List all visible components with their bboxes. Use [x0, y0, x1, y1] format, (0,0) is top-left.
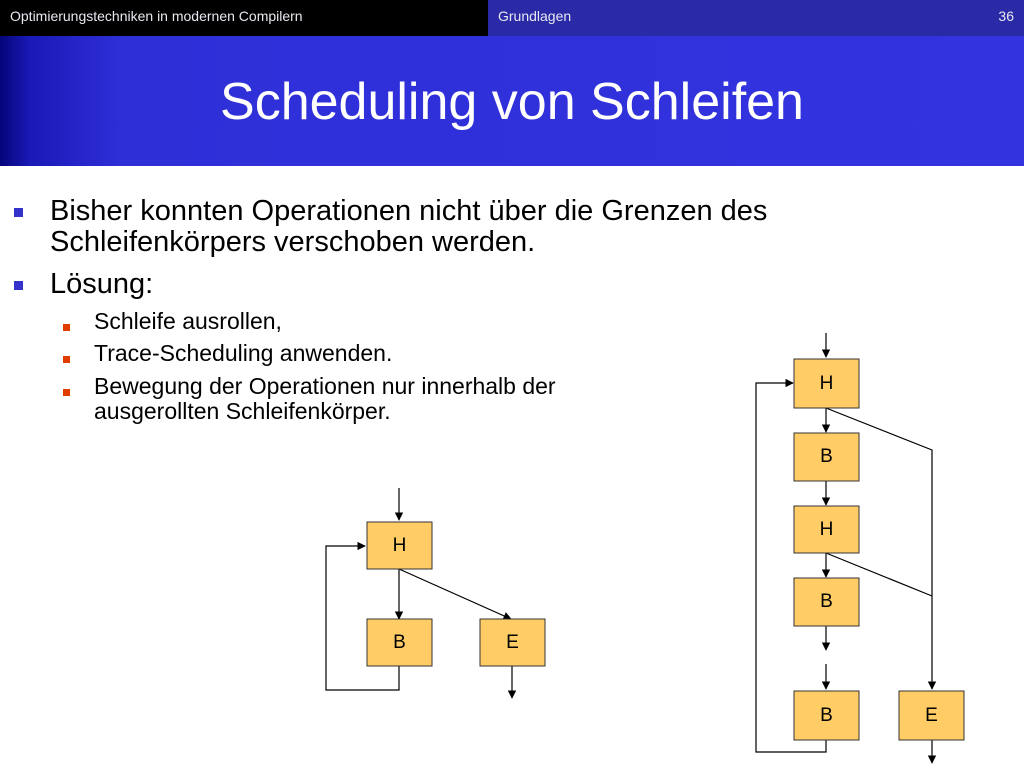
sub-bullet-square-icon [63, 389, 70, 396]
node-b3: B [793, 690, 860, 741]
bullet-text-line: Bisher konnten Operationen nicht über di… [50, 195, 768, 227]
node-e: E [898, 690, 965, 741]
node-b1: B [793, 432, 860, 482]
bullet-item: Lösung: [50, 269, 153, 300]
sub-bullet-item: Schleife ausrollen, [94, 309, 282, 334]
header-section-title: Grundlagen [498, 8, 572, 24]
node-h2: H [793, 505, 860, 554]
node-b3-label: B [820, 705, 833, 726]
bullet-square-icon [14, 208, 23, 217]
node-h2-label: H [820, 519, 834, 540]
bullet-square-icon [14, 281, 23, 290]
node-b1-label: B [820, 446, 833, 467]
edge-b3-loop-h1 [755, 378, 827, 753]
sub-bullet-text-line: ausgerollten Schleifenkörper. [94, 398, 391, 424]
sub-bullet-text-line: Trace-Scheduling anwenden. [94, 340, 393, 366]
node-e-label: E [925, 705, 938, 726]
sub-bullet-item: Bewegung der Operationen nur innerhalb d… [94, 374, 556, 424]
edge-h1-e [825, 407, 937, 690]
node-b2: B [793, 577, 860, 627]
node-e-label: E [506, 632, 519, 653]
node-b-label: B [393, 632, 406, 653]
page-number: 36 [998, 8, 1014, 24]
node-b2-label: B [820, 591, 833, 612]
node-h: H [366, 521, 433, 570]
edge-b-loop-h [325, 541, 400, 691]
sub-bullet-text-line: Schleife ausrollen, [94, 308, 282, 334]
bullet-text-line: Schleifenkörpers verschoben werden. [50, 226, 536, 258]
sub-bullet-square-icon [63, 356, 70, 363]
node-h-label: H [393, 535, 407, 556]
header-bar: Optimierungstechniken in modernen Compil… [0, 0, 1024, 36]
header-section-area: Grundlagen 36 [488, 0, 1024, 36]
header-course-title: Optimierungstechniken in modernen Compil… [10, 8, 303, 24]
sub-bullet-text-line: Bewegung der Operationen nur innerhalb d… [94, 373, 556, 399]
sub-bullet-item: Trace-Scheduling anwenden. [94, 341, 392, 366]
node-b: B [366, 618, 433, 667]
diagram-left: H B E [325, 488, 546, 699]
edge-h-e [398, 568, 512, 620]
node-h1: H [793, 358, 860, 409]
node-e: E [479, 618, 546, 667]
slide-title: Scheduling von Schleifen [220, 73, 804, 131]
bullet-item: Bisher konnten Operationen nicht über di… [50, 196, 767, 258]
sub-bullet-square-icon [63, 324, 70, 331]
bullet-text-line: Lösung: [50, 268, 154, 300]
header-course-area: Optimierungstechniken in modernen Compil… [0, 0, 488, 36]
node-h1-label: H [820, 373, 834, 394]
title-band: Scheduling von Schleifen [0, 36, 1024, 166]
edge-h2-e [825, 552, 933, 597]
diagram-right: H B H B B E [755, 333, 965, 764]
